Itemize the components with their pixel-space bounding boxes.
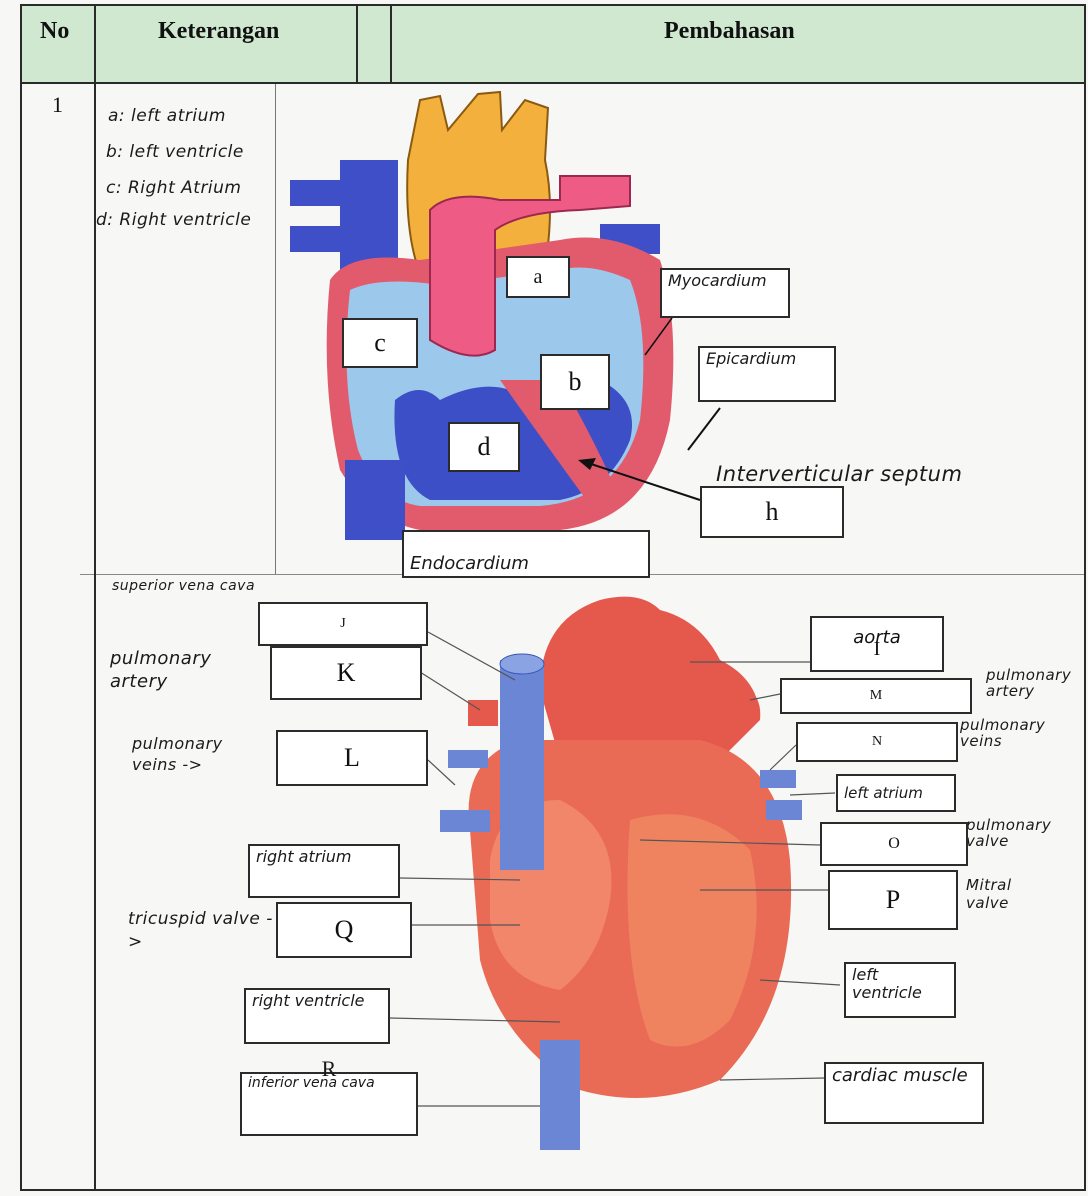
label-box-right-ventricle: right ventricle xyxy=(244,988,390,1044)
pulm-artery-right-label: pulmonary artery xyxy=(986,668,1084,700)
svc-label: superior vena cava xyxy=(112,580,262,593)
mitral-label: Mitral valve xyxy=(966,876,1056,912)
label-box-N: N xyxy=(796,722,958,762)
label-box-Q: Q xyxy=(276,902,412,958)
left-ventricle-text: left ventricle xyxy=(852,966,948,1001)
pulm-valve-label: pulmonary valve xyxy=(966,818,1084,850)
right-atrium-text: right atrium xyxy=(256,848,352,866)
box-R-letter: R xyxy=(322,1057,337,1081)
label-box-L: L xyxy=(276,730,428,786)
label-box-M: M xyxy=(780,678,972,714)
box-I-letter: I xyxy=(874,638,881,661)
left-atrium-text: left atrium xyxy=(844,785,923,802)
label-box-aorta: aorta I xyxy=(810,616,944,672)
label-box-P: P xyxy=(828,870,958,930)
label-box-O: O xyxy=(820,822,968,866)
right-ventricle-text: right ventricle xyxy=(252,992,365,1010)
pulm-veins-left-label: pulmonary veins -> xyxy=(132,734,272,776)
cardiac-muscle-text: cardiac muscle xyxy=(832,1066,968,1086)
tricuspid-label: tricuspid valve -> xyxy=(128,908,278,954)
label-box-ivc: inferior vena cava R xyxy=(240,1072,418,1136)
ivc-text: inferior vena cava xyxy=(248,1076,375,1091)
label-box-right-atrium: right atrium xyxy=(248,844,400,898)
label-box-left-atrium: left atrium xyxy=(836,774,956,812)
pulm-artery-left-label: pulmonary artery xyxy=(110,648,250,693)
pulm-veins-right-label: pulmonary veins xyxy=(960,718,1084,750)
label-box-K: K xyxy=(270,646,422,700)
label-box-J: J xyxy=(258,602,428,646)
label-box-cardiac-muscle: cardiac muscle xyxy=(824,1062,984,1124)
label-box-left-ventricle: left ventricle xyxy=(844,962,956,1018)
